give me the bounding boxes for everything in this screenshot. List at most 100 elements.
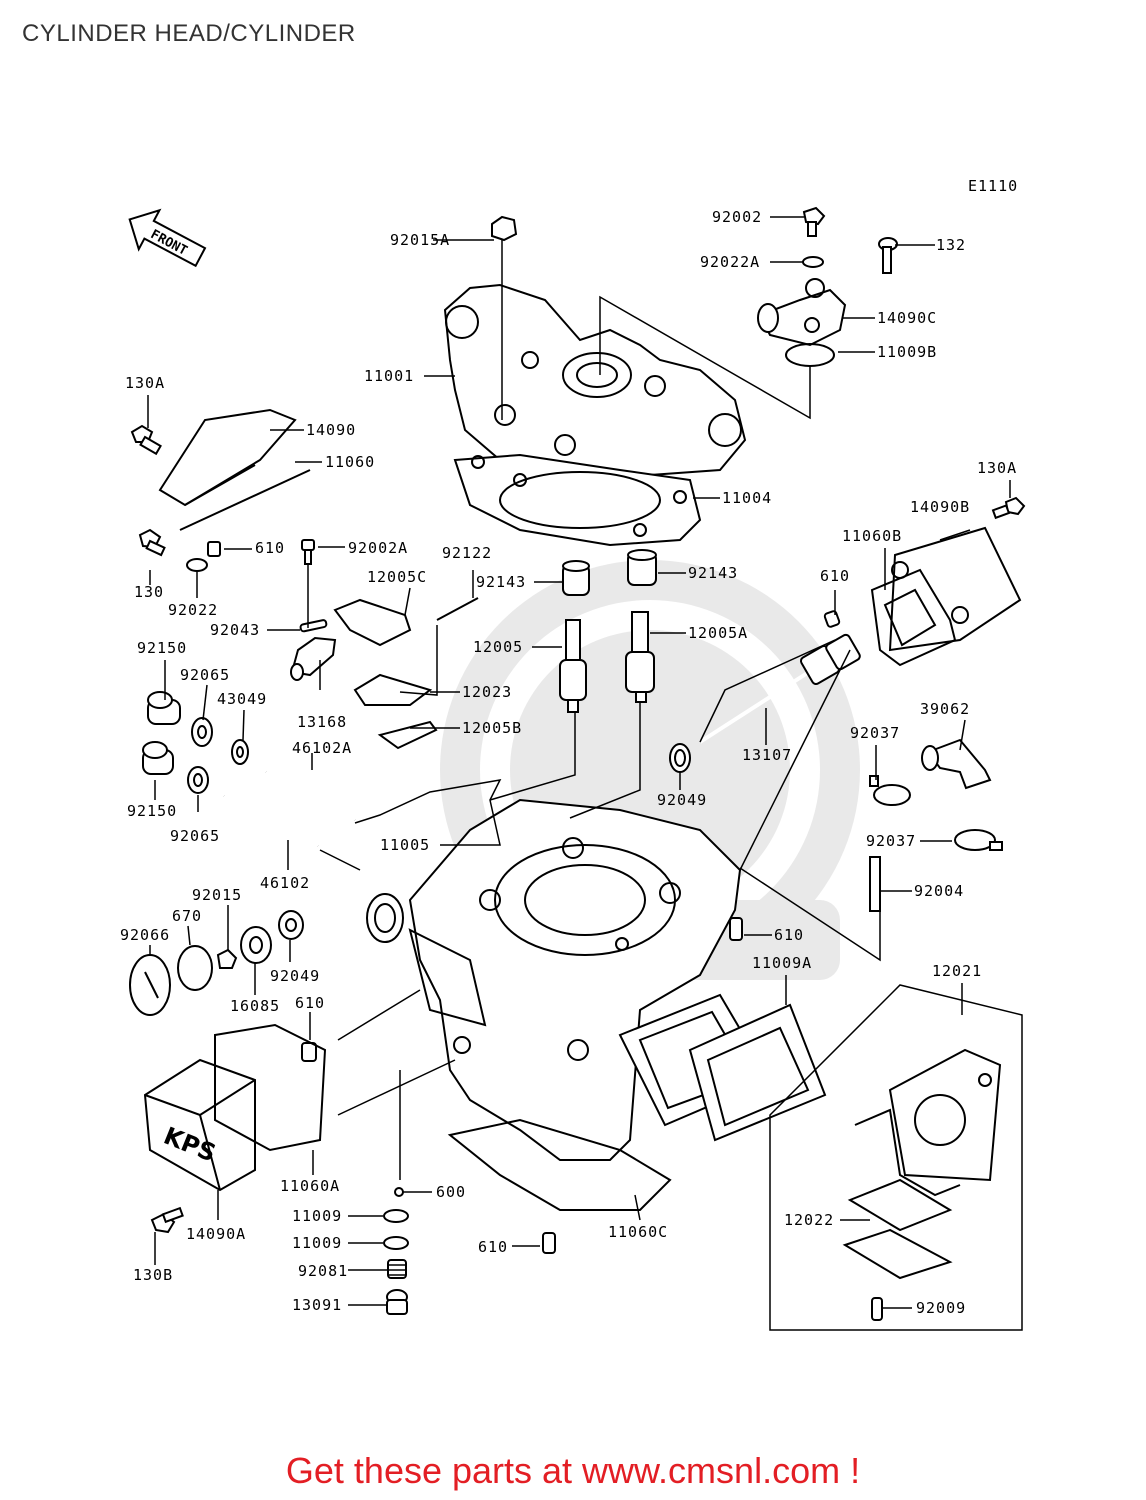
part-label-43049[interactable]: 43049 bbox=[217, 690, 267, 708]
part-label-92043[interactable]: 92043 bbox=[210, 621, 260, 639]
gasket-11060B bbox=[870, 568, 957, 667]
part-label-11060A[interactable]: 11060A bbox=[280, 1177, 340, 1195]
shaft-13107 bbox=[698, 633, 861, 744]
part-label-130B[interactable]: 130B bbox=[133, 1266, 173, 1284]
part-label-11009B[interactable]: 11009B bbox=[877, 343, 937, 361]
part-label-12023[interactable]: 12023 bbox=[462, 683, 512, 701]
washer-11009-1-icon bbox=[383, 1209, 409, 1223]
part-label-92066[interactable]: 92066 bbox=[120, 926, 170, 944]
plate-12023 bbox=[353, 673, 433, 706]
part-label-132[interactable]: 132 bbox=[936, 236, 966, 254]
part-label-92015[interactable]: 92015 bbox=[192, 886, 242, 904]
part-label-46102[interactable]: 46102 bbox=[260, 874, 310, 892]
gasket-11060C bbox=[447, 1118, 672, 1211]
part-label-92015A[interactable]: 92015A bbox=[390, 231, 450, 249]
part-label-92037-2[interactable]: 92037 bbox=[866, 832, 916, 850]
plug-92150-2-icon bbox=[142, 741, 174, 775]
part-label-92143-1[interactable]: 92143 bbox=[476, 573, 526, 591]
pin-92122-icon bbox=[436, 597, 479, 621]
part-label-11005[interactable]: 11005 bbox=[380, 836, 430, 854]
front-arrow-icon: FRONT bbox=[128, 208, 207, 268]
part-label-92037-1[interactable]: 92037 bbox=[850, 724, 900, 742]
part-label-12005A[interactable]: 12005A bbox=[688, 624, 748, 642]
part-label-11060[interactable]: 11060 bbox=[325, 453, 375, 471]
part-label-92065-2[interactable]: 92065 bbox=[170, 827, 220, 845]
part-label-46102A[interactable]: 46102A bbox=[292, 739, 352, 757]
bolt-130A-2-icon bbox=[991, 496, 1026, 520]
part-label-92049-2[interactable]: 92049 bbox=[270, 967, 320, 985]
plug-92150-1-icon bbox=[147, 691, 181, 725]
part-label-92122[interactable]: 92122 bbox=[442, 544, 492, 562]
part-label-12022[interactable]: 12022 bbox=[784, 1211, 834, 1229]
part-label-130[interactable]: 130 bbox=[134, 583, 164, 601]
part-label-14090B[interactable]: 14090B bbox=[910, 498, 970, 516]
gasket-11060A bbox=[214, 1023, 327, 1152]
part-label-12005C[interactable]: 12005C bbox=[367, 568, 427, 586]
reed-valve-box bbox=[769, 984, 1023, 1331]
dowel-610-3-icon bbox=[729, 917, 743, 941]
part-label-39062[interactable]: 39062 bbox=[920, 700, 970, 718]
part-label-130A-1[interactable]: 130A bbox=[125, 374, 165, 392]
part-label-610-4[interactable]: 610 bbox=[295, 994, 325, 1012]
part-label-13168[interactable]: 13168 bbox=[297, 713, 347, 731]
part-label-11060B[interactable]: 11060B bbox=[842, 527, 902, 545]
part-label-610-2[interactable]: 610 bbox=[820, 567, 850, 585]
cylinder-head-lower bbox=[453, 453, 702, 547]
dowel-610-2-icon bbox=[823, 610, 841, 628]
lever-12005C bbox=[333, 598, 412, 647]
part-label-12005[interactable]: 12005 bbox=[473, 638, 523, 656]
bolt-92002-icon bbox=[802, 206, 826, 237]
bolt-92002A-icon bbox=[301, 539, 315, 565]
cap-92143-1 bbox=[562, 560, 590, 596]
washer-92022-icon bbox=[186, 558, 208, 572]
part-label-92022A[interactable]: 92022A bbox=[700, 253, 760, 271]
part-label-610-3[interactable]: 610 bbox=[774, 926, 804, 944]
part-label-11060C[interactable]: 11060C bbox=[608, 1223, 668, 1241]
part-label-14090C[interactable]: 14090C bbox=[877, 309, 937, 327]
part-label-92002A[interactable]: 92002A bbox=[348, 539, 408, 557]
part-label-610-1[interactable]: 610 bbox=[255, 539, 285, 557]
cover-14090B bbox=[888, 526, 1022, 652]
valve-12005 bbox=[559, 619, 587, 713]
bolt-130A-1-icon bbox=[130, 424, 162, 456]
diagram-code: E1110 bbox=[968, 177, 1018, 195]
cylinder-body bbox=[366, 798, 742, 1161]
oring-670-icon bbox=[177, 945, 213, 991]
seal-92049-2-icon bbox=[278, 910, 304, 940]
part-label-11001[interactable]: 11001 bbox=[364, 367, 414, 385]
part-label-92143-2[interactable]: 92143 bbox=[688, 564, 738, 582]
part-label-130A-2[interactable]: 130A bbox=[977, 459, 1017, 477]
part-label-16085[interactable]: 16085 bbox=[230, 997, 280, 1015]
washer-43049-icon bbox=[231, 739, 249, 765]
part-label-12005B[interactable]: 12005B bbox=[462, 719, 522, 737]
part-label-12021[interactable]: 12021 bbox=[932, 962, 982, 980]
part-label-14090A[interactable]: 14090A bbox=[186, 1225, 246, 1243]
dowel-610-4-icon bbox=[301, 1042, 317, 1062]
part-label-92022[interactable]: 92022 bbox=[168, 601, 218, 619]
part-label-92002[interactable]: 92002 bbox=[712, 208, 762, 226]
bolt-132-icon bbox=[878, 237, 898, 274]
gasket-11009A bbox=[618, 993, 827, 1142]
part-label-670[interactable]: 670 bbox=[172, 907, 202, 925]
plate-12005B bbox=[377, 720, 438, 750]
cap-92066-icon bbox=[129, 954, 171, 1016]
part-label-92150-1[interactable]: 92150 bbox=[137, 639, 187, 657]
part-label-92150-2[interactable]: 92150 bbox=[127, 802, 177, 820]
part-label-600[interactable]: 600 bbox=[436, 1183, 466, 1201]
part-label-11009-2[interactable]: 11009 bbox=[292, 1234, 342, 1252]
part-label-92004[interactable]: 92004 bbox=[914, 882, 964, 900]
part-label-92065-1[interactable]: 92065 bbox=[180, 666, 230, 684]
part-label-11004[interactable]: 11004 bbox=[722, 489, 772, 507]
part-label-11009-1[interactable]: 11009 bbox=[292, 1207, 342, 1225]
part-label-610-5[interactable]: 610 bbox=[478, 1238, 508, 1256]
clamp-92037-2-icon bbox=[954, 829, 1003, 851]
part-label-92009[interactable]: 92009 bbox=[916, 1299, 966, 1317]
part-label-13107[interactable]: 13107 bbox=[742, 746, 792, 764]
part-label-14090[interactable]: 14090 bbox=[306, 421, 356, 439]
footer-link[interactable]: Get these parts at www.cmsnl.com ! bbox=[285, 1450, 861, 1491]
cover-14090 bbox=[158, 408, 311, 531]
part-label-92081[interactable]: 92081 bbox=[298, 1262, 348, 1280]
part-label-13091[interactable]: 13091 bbox=[292, 1296, 342, 1314]
part-label-11009A[interactable]: 11009A bbox=[752, 954, 812, 972]
part-label-92049-1[interactable]: 92049 bbox=[657, 791, 707, 809]
